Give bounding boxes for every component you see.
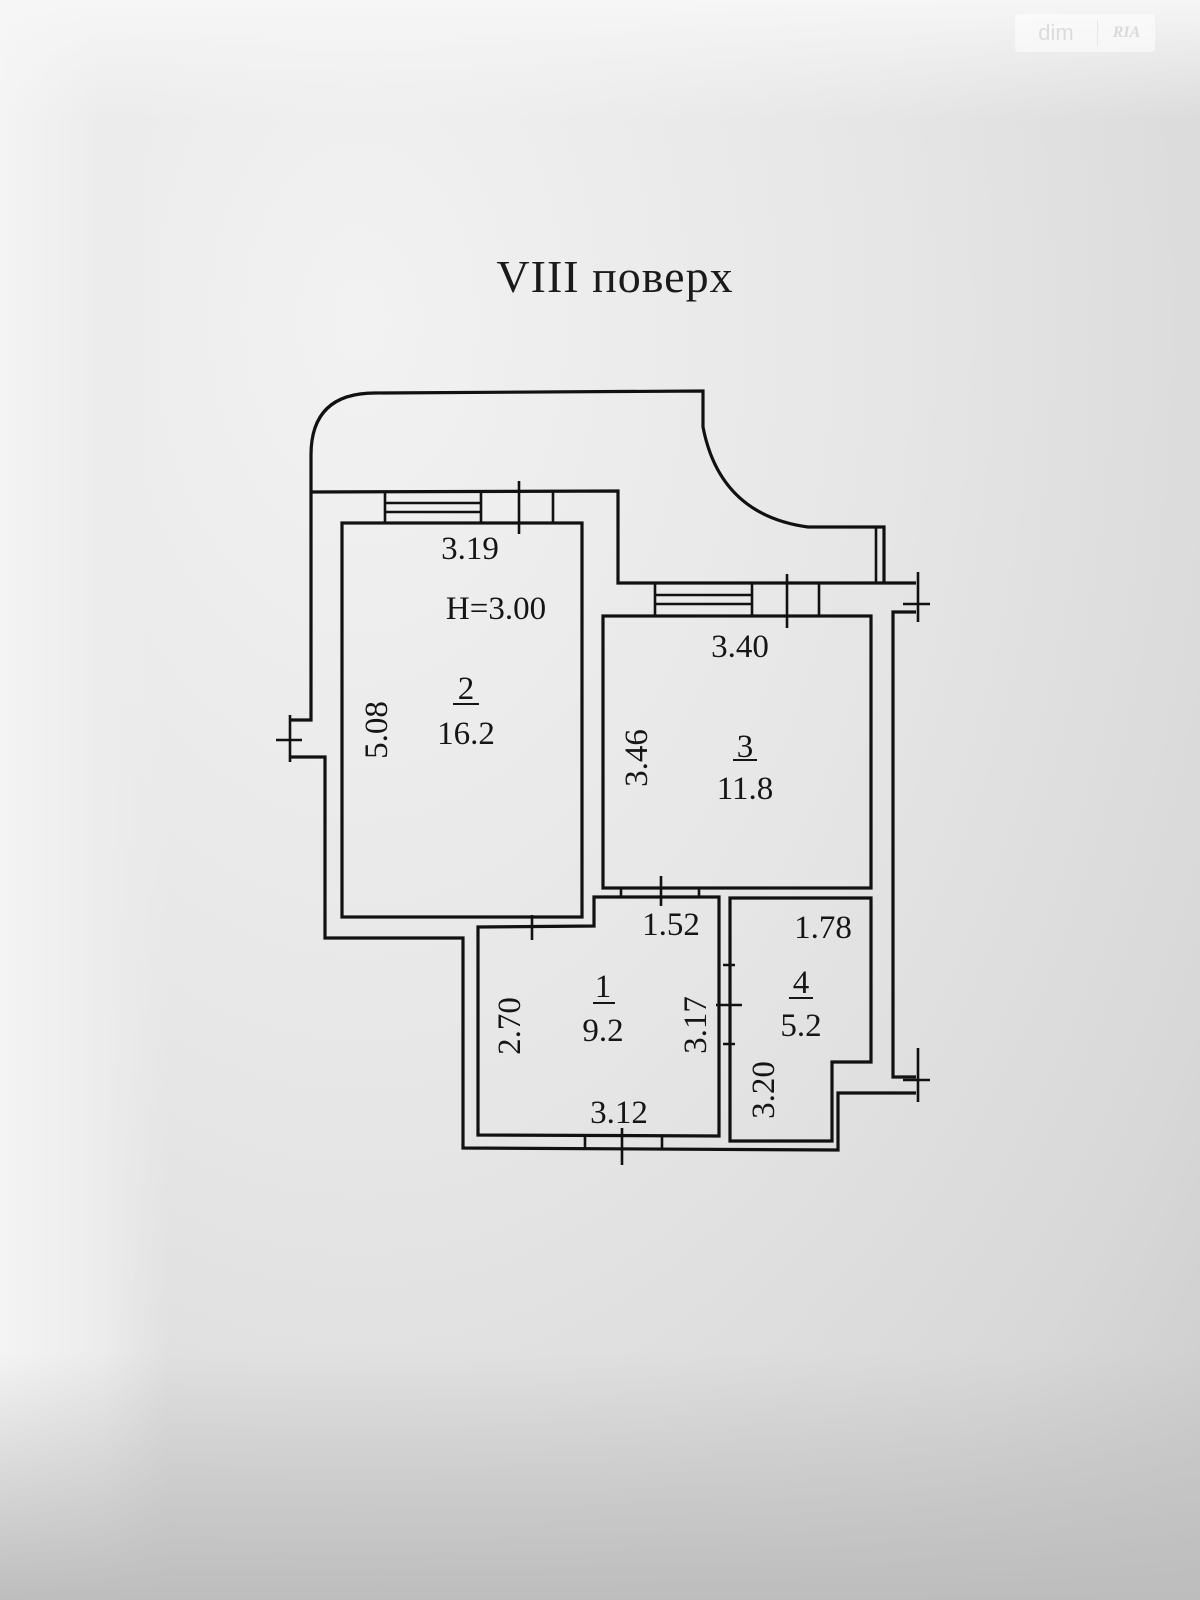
dim-room-2-width: 3.19 [441, 531, 499, 567]
room-3-outline [601, 614, 873, 890]
exterior-wall-right [891, 610, 916, 1079]
door-room-4 [716, 963, 742, 1046]
room-3-number: 3 [737, 729, 754, 765]
watermark-brand: dim [1015, 20, 1098, 46]
watermark-logo: dim RIA [1015, 14, 1155, 52]
room-2-area: 16.2 [437, 716, 495, 752]
door-marker-right-top [903, 572, 930, 622]
watermark-partner: RIA [1112, 24, 1141, 41]
dim-room-1-right: 3.17 [678, 996, 714, 1054]
room-3-area: 11.8 [717, 771, 774, 807]
room-1-outline [476, 895, 721, 1138]
exterior-wall-left [290, 492, 916, 1152]
dim-room-1-top: 1.52 [642, 907, 700, 943]
room-4-outline [728, 896, 873, 1143]
door-marker-right-bottom [903, 1048, 930, 1102]
dim-room-1-left: 2.70 [492, 997, 528, 1055]
ceiling-height: H=3.00 [446, 591, 546, 627]
exterior-wall-outer [310, 489, 916, 585]
dim-room-3-width: 3.40 [711, 629, 769, 665]
door-room-1-top [619, 876, 701, 906]
dim-room-3-length: 3.46 [619, 729, 655, 787]
dim-room-1-bottom: 3.12 [590, 1095, 648, 1131]
window-room-3 [653, 584, 821, 616]
paper-highlight [0, 0, 170, 1600]
room-2-outline [340, 521, 584, 919]
window-room-2 [383, 492, 555, 523]
paper-shadow [0, 1350, 1200, 1600]
dim-room-2-length: 5.08 [359, 701, 395, 759]
balcony-outline [309, 389, 886, 583]
door-room-1-bottom [583, 1128, 664, 1165]
room-4-area: 5.2 [780, 1008, 821, 1044]
door-marker-left [276, 715, 302, 762]
room-2-number: 2 [458, 671, 475, 707]
room-1-area: 9.2 [582, 1013, 623, 1049]
floor-title: VIII поверх [496, 251, 734, 302]
room-4-number: 4 [793, 965, 810, 1001]
room-1-number: 1 [595, 969, 612, 1005]
dim-room-4-width: 1.78 [794, 910, 852, 946]
dim-room-4-length: 3.20 [746, 1061, 782, 1119]
paper-highlight-top [0, 0, 1200, 120]
